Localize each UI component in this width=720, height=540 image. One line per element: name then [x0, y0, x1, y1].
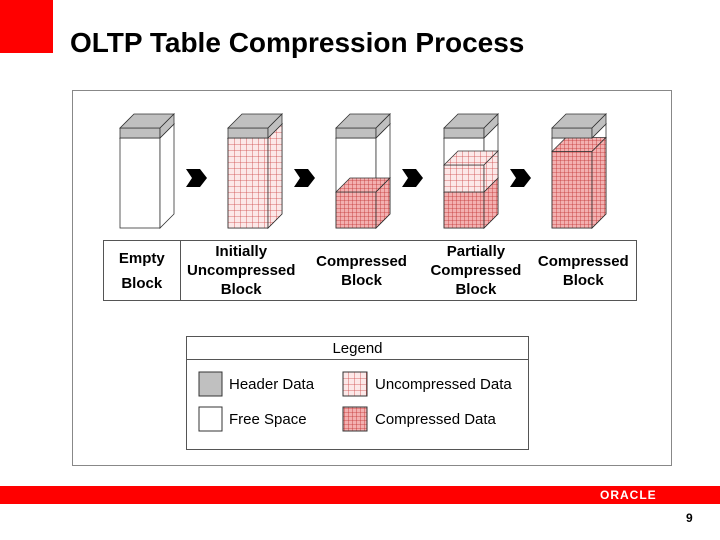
page-number: 9	[686, 511, 693, 525]
block-2-compressed-data-front	[335, 191, 377, 229]
legend-label-header-data: Header Data	[229, 376, 315, 393]
block-0-free-space-front	[119, 137, 161, 229]
legend-swatch-compressed-data	[342, 406, 368, 432]
legend-swatch-uncompressed-data	[342, 371, 368, 397]
arrow-1	[294, 169, 315, 187]
block-3-uncompressed-data-front	[443, 164, 485, 193]
legend-title: Legend	[186, 336, 529, 360]
block-0-header-front	[119, 127, 161, 139]
accent-square	[0, 0, 53, 53]
legend-swatch-header-data	[198, 371, 223, 397]
arrow-3	[510, 169, 531, 187]
legend-swatch-free-space	[198, 406, 223, 432]
block-3-uncompressed-data-side	[483, 150, 499, 193]
block-2-header-front	[335, 127, 377, 139]
block-4	[551, 113, 607, 229]
legend-label-compressed-data: Compressed Data	[375, 411, 496, 428]
arrow-2	[402, 169, 423, 187]
block-3-header-side	[483, 113, 499, 139]
block-1-uncompressed-data-side	[267, 123, 283, 229]
block-4-compressed-data-front	[551, 151, 593, 229]
legend-label-uncompressed-data: Uncompressed Data	[375, 376, 512, 393]
block-2	[335, 113, 391, 229]
slide-title: OLTP Table Compression Process	[70, 27, 525, 58]
block-1	[227, 113, 283, 229]
footer-bar	[0, 486, 720, 504]
block-4-compressed-data-side	[591, 136, 607, 229]
block-0-free-space-side	[159, 123, 175, 229]
legend-label-free-space: Free Space	[229, 411, 307, 428]
block-2-header-side	[375, 113, 391, 139]
block-0-header-side	[159, 113, 175, 139]
block-1-uncompressed-data-front	[227, 137, 269, 229]
diagram-frame	[72, 90, 672, 466]
block-3-compressed-data-front	[443, 191, 485, 229]
block-1-header-side	[267, 113, 283, 139]
block-3-header-front	[443, 127, 485, 139]
block-4-header-side	[591, 113, 607, 139]
legend-box	[186, 359, 529, 450]
block-4-header-front	[551, 127, 593, 139]
block-1-header-front	[227, 127, 269, 139]
arrow-0	[186, 169, 207, 187]
block-0	[119, 113, 175, 229]
block-2-compressed-data-side	[375, 177, 391, 229]
block-3	[443, 113, 499, 229]
oracle-logo: ORACLE	[600, 488, 657, 502]
